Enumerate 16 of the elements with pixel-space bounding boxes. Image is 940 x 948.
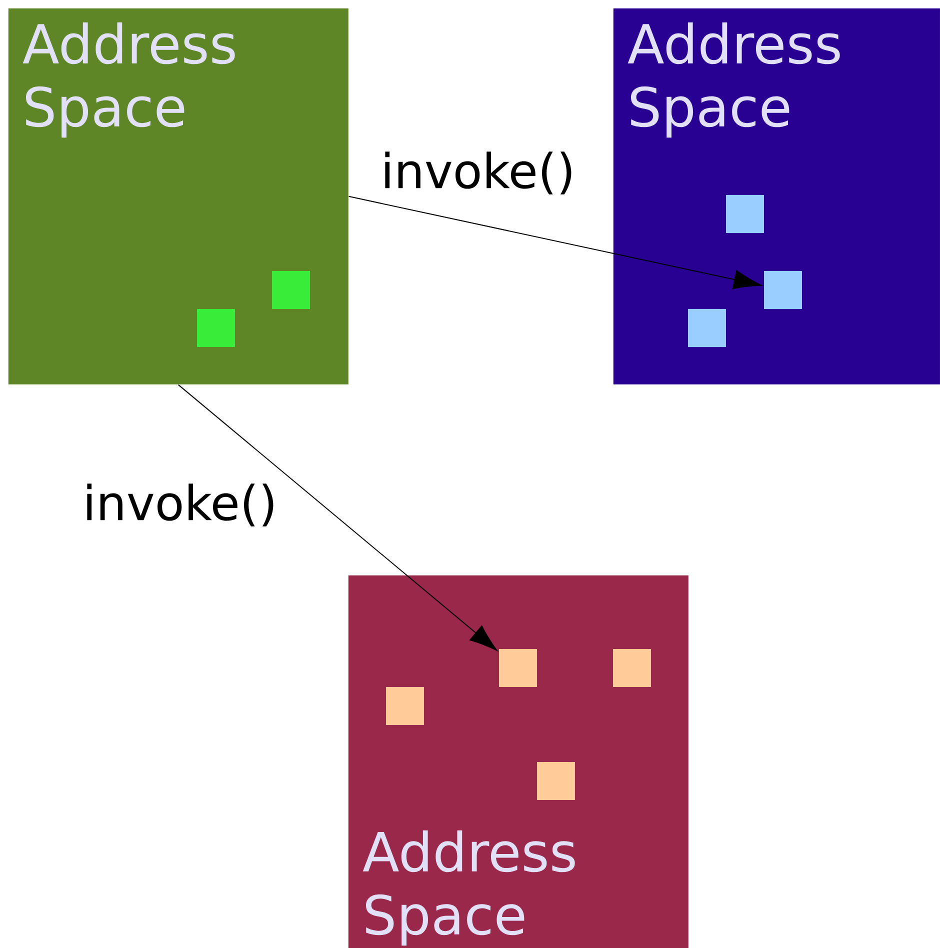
arrow [348,196,762,290]
address-space-box: Address Space [613,8,940,384]
object-square [272,271,310,309]
object-square [386,687,424,725]
object-square [726,195,764,233]
object-square [613,649,651,687]
address-space-box: Address Space [8,8,348,384]
object-square [764,271,802,309]
edge-label: invoke() [80,482,280,528]
object-square [688,309,726,347]
object-square [537,762,575,800]
object-square [197,309,235,347]
arrow [178,384,498,651]
object-square [499,649,537,687]
address-space-box: Address Space [348,575,688,948]
edge-label: invoke() [378,150,578,196]
